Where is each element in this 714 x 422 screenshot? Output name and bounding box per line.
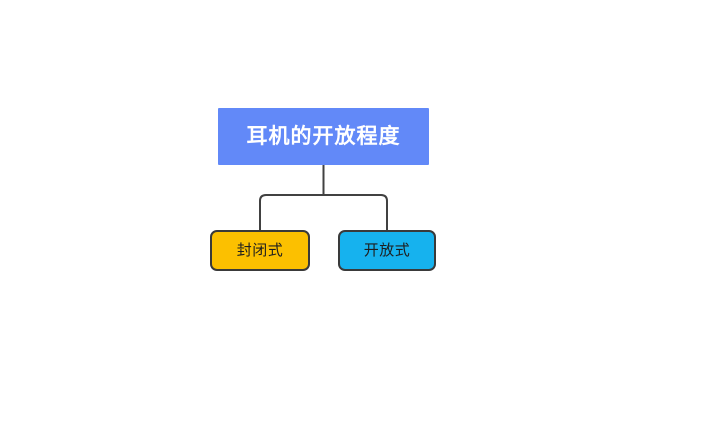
node-root-label: 耳机的开放程度: [246, 124, 401, 148]
node-root[interactable]: 耳机的开放程度: [218, 108, 429, 165]
node-open-type-label: 开放式: [363, 241, 411, 259]
connector-branch-left: [259, 194, 324, 230]
connector-branch-right: [323, 194, 388, 230]
node-open-type[interactable]: 开放式: [338, 230, 436, 271]
node-closed-type-label: 封闭式: [236, 241, 284, 259]
node-closed-type[interactable]: 封闭式: [210, 230, 310, 271]
